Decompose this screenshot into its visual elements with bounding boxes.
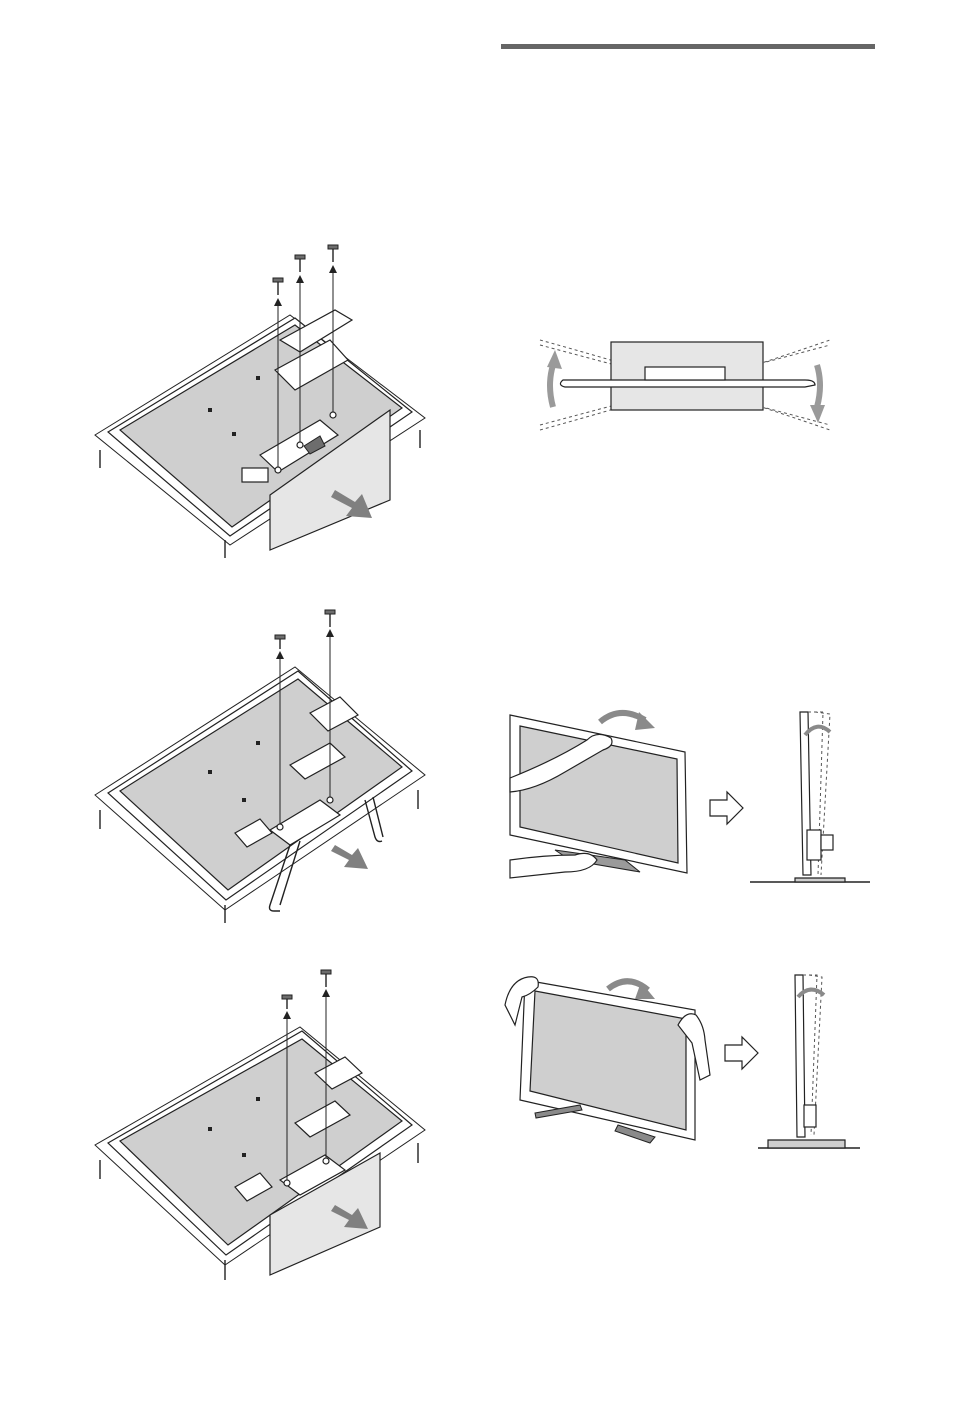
section-rule bbox=[501, 44, 875, 49]
tv-stand-removal-figure-3 bbox=[90, 965, 430, 1285]
tv-stand-removal-figure-2 bbox=[90, 605, 430, 925]
tv-stand-removal-figure-1 bbox=[90, 240, 430, 560]
tv-tilt-figure-2 bbox=[500, 965, 870, 1155]
tv-tilt-figure-1 bbox=[505, 700, 875, 890]
tv-swivel-figure bbox=[535, 325, 835, 440]
